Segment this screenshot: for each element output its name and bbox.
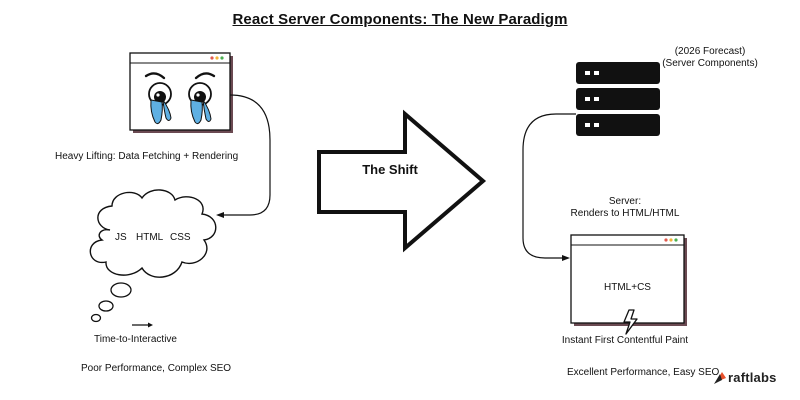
server-label-line-1: Server: bbox=[608, 196, 642, 207]
left-footer-label: Poor Performance, Complex SEO bbox=[81, 363, 232, 374]
cloud-item-css: CSS bbox=[170, 232, 191, 243]
thought-bubble-large bbox=[110, 282, 132, 298]
left-window-frame bbox=[129, 52, 231, 131]
right-connector-arrowhead bbox=[562, 255, 570, 261]
heavy-lifting-label: Heavy Lifting: Data Fetching + Rendering bbox=[55, 151, 239, 162]
raftlabs-logo-icon bbox=[714, 372, 726, 384]
cloud-item-js: JS bbox=[115, 232, 127, 243]
left-window-dot-red bbox=[210, 56, 214, 60]
page-title: React Server Components: The New Paradig… bbox=[232, 11, 568, 28]
left-window-dot-yellow bbox=[215, 56, 219, 60]
tti-label: Time-to-Interactive bbox=[94, 334, 177, 345]
thought-cloud bbox=[89, 189, 217, 323]
server-label-line-2: Renders to HTML/HTML bbox=[570, 208, 680, 219]
forecast-line-2: (Server Components) bbox=[662, 58, 758, 69]
shift-arrow-icon bbox=[317, 109, 487, 253]
server-rack-icon bbox=[576, 62, 660, 136]
left-browser-window bbox=[129, 52, 233, 133]
right-window-dot-red bbox=[664, 238, 668, 242]
tti-arrowhead bbox=[148, 322, 153, 328]
right-window-dot-green bbox=[674, 238, 678, 242]
crying-face-icon bbox=[144, 72, 216, 125]
server-unit-3 bbox=[576, 114, 660, 136]
right-browser-window bbox=[570, 234, 687, 326]
left-window-dot-green bbox=[220, 56, 224, 60]
lightning-icon bbox=[623, 309, 638, 335]
right-footer-label: Excellent Performance, Easy SEO bbox=[567, 367, 720, 378]
shift-label: The Shift bbox=[362, 162, 418, 177]
server-unit-2 bbox=[576, 88, 660, 110]
forecast-line-1: (2026 Forecast) bbox=[674, 46, 746, 57]
brand-name: raftlabs bbox=[728, 370, 777, 385]
thought-bubble-medium bbox=[98, 300, 114, 312]
right-window-frame bbox=[570, 234, 685, 324]
server-unit-1 bbox=[576, 62, 660, 84]
left-connector-arrowhead bbox=[216, 212, 224, 218]
right-window-dot-yellow bbox=[669, 238, 673, 242]
thought-bubble-small bbox=[90, 313, 102, 323]
cloud-item-html: HTML bbox=[136, 232, 164, 243]
left-connector-line bbox=[221, 94, 271, 216]
paint-label: Instant First Contentful Paint bbox=[561, 335, 689, 346]
browser-content-label: HTML+CS bbox=[604, 282, 651, 293]
right-connector-line bbox=[522, 113, 576, 259]
